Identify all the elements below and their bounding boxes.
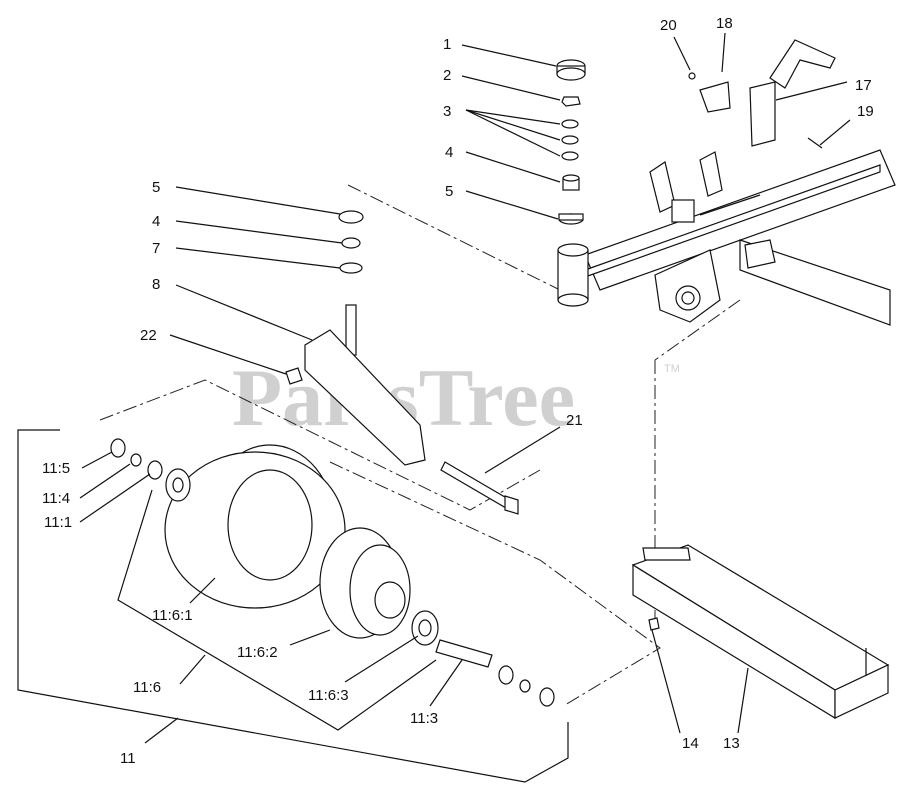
- callout-11-6-2: 11:6:2: [237, 644, 278, 661]
- callout-5-lower: 5: [152, 179, 160, 196]
- callout-20: 20: [660, 17, 677, 34]
- mounting-brackets: [688, 39, 836, 149]
- callout-3: 3: [443, 103, 451, 120]
- callout-18: 18: [716, 15, 733, 32]
- callout-21: 21: [566, 412, 583, 429]
- callout-4-upper: 4: [445, 144, 453, 161]
- weight-bar: [631, 544, 890, 720]
- callout-19: 19: [857, 103, 874, 120]
- callout-14: 14: [682, 735, 699, 752]
- watermark: PartsTree TM: [232, 352, 680, 443]
- callout-11-6-1: 11:6:1: [152, 607, 193, 624]
- caster-frame: [557, 149, 896, 326]
- callout-11-3: 11:3: [410, 710, 438, 727]
- callout-11-4: 11:4: [42, 490, 70, 507]
- callout-17: 17: [855, 77, 872, 94]
- callout-11-6-3: 11:6:3: [308, 687, 349, 704]
- callout-5-upper: 5: [445, 183, 453, 200]
- watermark-trademark: TM: [664, 363, 680, 375]
- callout-11: 11: [120, 750, 136, 767]
- callout-22: 22: [140, 327, 157, 344]
- callout-4-lower: 4: [152, 213, 160, 230]
- callout-11-6: 11:6: [133, 679, 161, 696]
- center-lines: [99, 184, 741, 706]
- callout-11-5: 11:5: [42, 460, 70, 477]
- callout-labels: 1 2 3 4 5 5 4 7 8 22 20 18 17 19 21 11:5…: [42, 15, 874, 767]
- callout-11-1: 11:1: [44, 514, 72, 531]
- callout-2: 2: [443, 67, 451, 84]
- spindle-hardware: [556, 59, 586, 225]
- leader-lines: [79, 32, 851, 744]
- axle-bolt: [440, 461, 519, 515]
- callout-1: 1: [443, 36, 451, 53]
- callout-8: 8: [152, 276, 160, 293]
- callout-13: 13: [723, 735, 740, 752]
- assembly-bracket: [17, 429, 569, 783]
- callout-7: 7: [152, 240, 160, 257]
- caster-wheel: [164, 444, 493, 668]
- wheel-hardware: [110, 438, 555, 707]
- caster-fork: [285, 210, 426, 466]
